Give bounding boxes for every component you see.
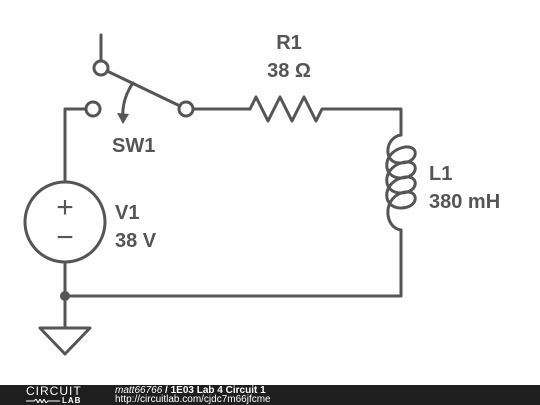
wire-resistor-inductor (325, 107, 403, 137)
logo-resistor-icon (26, 399, 60, 403)
circuit-meta: matt66766 / 1E03 Lab 4 Circuit 1 http://… (115, 385, 271, 405)
voltage-source-v1[interactable]: + − (23, 180, 107, 264)
ground-symbol (38, 326, 92, 356)
switch-sw1[interactable] (84, 33, 195, 124)
wires (63, 107, 403, 330)
switch-blade (105, 69, 182, 108)
logo-top-text: CIRCUIT (26, 384, 82, 398)
switch-left-terminal (84, 100, 102, 118)
resistor-r1[interactable] (248, 95, 329, 123)
logo-bottom-text: LAB (62, 396, 82, 405)
circuit-title-line: matt66766 / 1E03 Lab 4 Circuit 1 (115, 385, 271, 396)
title-separator: / (162, 385, 171, 396)
circuit-schematic: + − R1 38 Ω SW1 L1 380 mH V1 38 V (23, 32, 500, 356)
inductor-l1[interactable] (385, 133, 417, 232)
source-circle (23, 180, 107, 264)
switch-right-terminal (177, 100, 195, 118)
inductor-value-label: 380 mH (429, 191, 500, 213)
switch-pole-terminal (92, 59, 110, 77)
circuitlab-logo[interactable]: CIRCUIT LAB (26, 385, 106, 405)
circuit-title[interactable]: 1E03 Lab 4 Circuit 1 (170, 385, 266, 396)
inductor-name-label: L1 (429, 163, 452, 185)
resistor-value-label: 38 Ω (267, 60, 311, 82)
footer-bar: CIRCUIT LAB matt66766 / 1E03 Lab 4 Circu… (0, 385, 540, 405)
source-plus-sign: + (56, 191, 74, 224)
source-minus-sign: − (56, 221, 74, 254)
circuit-url[interactable]: http://circuitlab.com/cjdc7m66jfcme (115, 394, 271, 405)
author-link[interactable]: matt66766 (115, 385, 163, 396)
switch-arrowhead (117, 113, 129, 124)
junction-dot (60, 291, 70, 301)
switch-name-label: SW1 (112, 135, 155, 157)
resistor-name-label: R1 (276, 32, 302, 54)
wire-left-top (63, 107, 88, 184)
source-name-label: V1 (115, 202, 139, 224)
source-value-label: 38 V (115, 230, 157, 252)
wire-bottom (63, 228, 403, 298)
